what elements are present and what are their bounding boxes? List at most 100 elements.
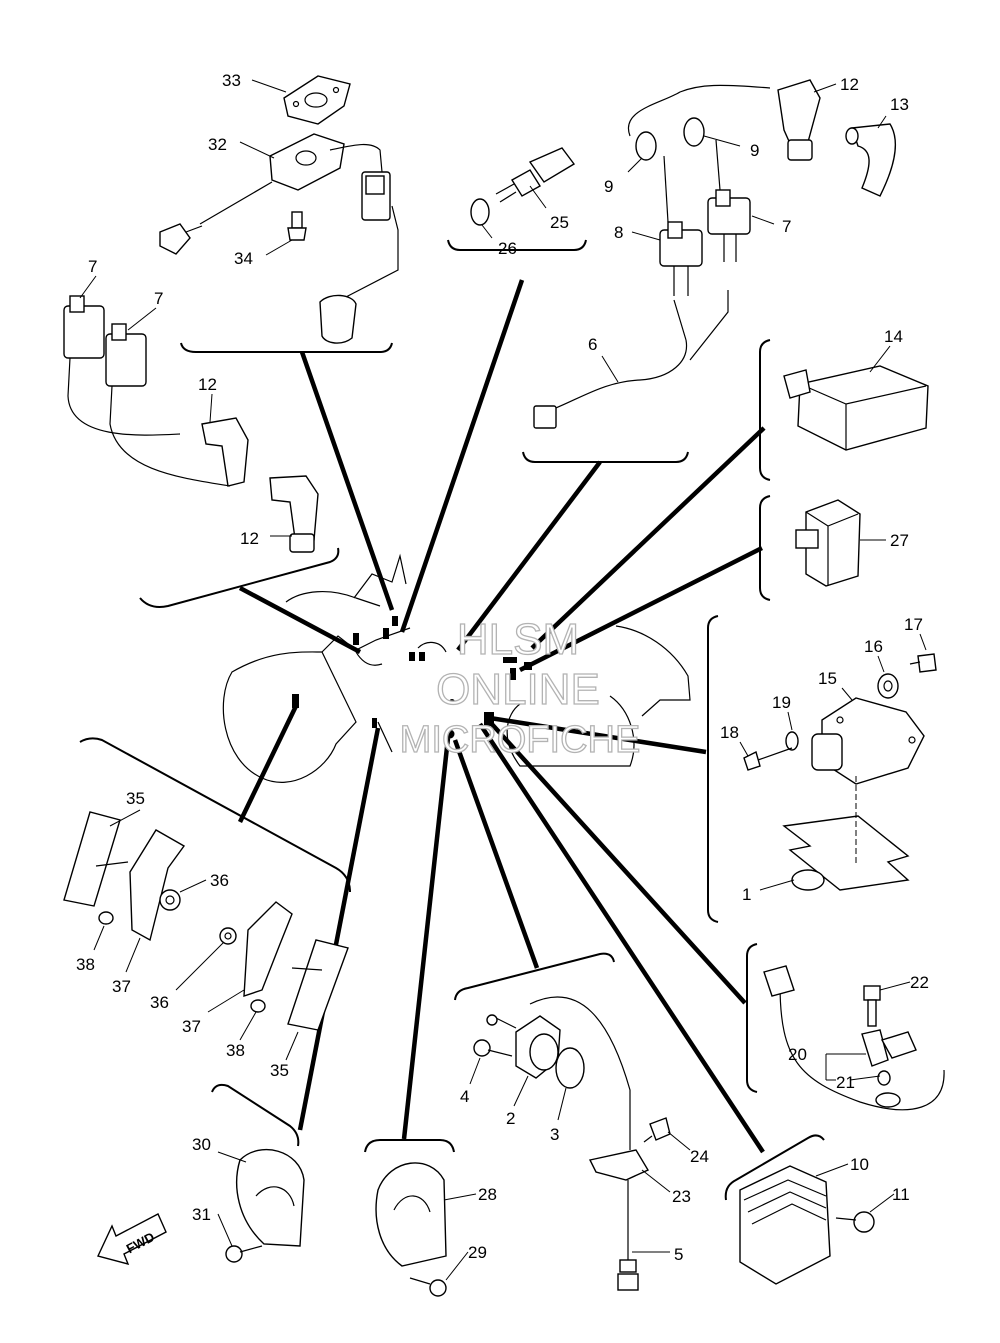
line-horn-30 — [297, 727, 381, 1131]
callout-26: 26 — [498, 239, 517, 258]
callout-23: 23 — [672, 1187, 691, 1206]
bolt-31 — [225, 1245, 263, 1263]
washer-19 — [785, 731, 799, 751]
horn-28 — [375, 1162, 447, 1267]
neutral-switch-2 — [486, 1014, 561, 1079]
callout-31: 31 — [192, 1205, 211, 1224]
callout-22: 22 — [910, 973, 929, 992]
line-throttle-sensor — [489, 715, 707, 755]
ignition-coil-8 — [659, 155, 703, 296]
callout-36-left: 36 — [210, 871, 229, 890]
bracket-temp-sensor — [447, 239, 587, 251]
callout-38-right: 38 — [226, 1041, 245, 1060]
callout-34: 34 — [234, 249, 253, 268]
bolt-4 — [473, 1039, 513, 1057]
callout-27: 27 — [890, 531, 909, 550]
callout-12-left-a: 12 — [198, 375, 217, 394]
line-horn-28 — [401, 737, 451, 1140]
ignition-coil-7-left-a — [63, 295, 181, 436]
callout-36-right: 36 — [150, 993, 169, 1012]
collar-16 — [877, 673, 899, 699]
plug-cap-9 — [627, 84, 771, 161]
line-fuel-sender — [299, 351, 395, 611]
bracket-37-left — [129, 829, 186, 942]
throttle-sensor-15 — [811, 697, 925, 785]
relay-27 — [795, 499, 861, 587]
callout-30: 30 — [192, 1135, 211, 1154]
callout-14: 14 — [884, 327, 903, 346]
line-cdi — [530, 426, 766, 650]
bolt-29 — [409, 1277, 447, 1297]
callout-12-left-b: 12 — [240, 529, 259, 548]
bolt-11 — [835, 1211, 875, 1233]
line-coils-left — [238, 586, 362, 654]
callout-17: 17 — [904, 615, 923, 634]
callout-12-top: 12 — [840, 75, 859, 94]
callout-1: 1 — [742, 885, 751, 904]
callout-38-left: 38 — [76, 955, 95, 974]
line-neutral-switch — [452, 739, 540, 969]
leader-lines — [79, 79, 927, 1281]
callout-numbers: 33 32 34 25 26 12 13 9 9 7 8 6 7 7 12 12… — [76, 71, 929, 1264]
callout-18: 18 — [720, 723, 739, 742]
bracket-horn-30 — [211, 1083, 300, 1147]
connector-5 — [617, 1180, 639, 1291]
callout-32: 32 — [208, 135, 227, 154]
o-ring-3 — [555, 1047, 585, 1089]
callout-37-right: 37 — [182, 1017, 201, 1036]
callout-24: 24 — [690, 1147, 709, 1166]
bracket-cdi — [759, 339, 771, 481]
clamp-23 — [588, 1149, 650, 1181]
plug-cap-12-top — [777, 79, 821, 161]
callout-25: 25 — [550, 213, 569, 232]
group-brackets — [79, 239, 825, 1201]
screw-18 — [743, 747, 793, 771]
callout-7-left-b: 7 — [154, 289, 163, 308]
callout-21: 21 — [836, 1073, 855, 1092]
line-relay — [518, 545, 764, 673]
callout-8: 8 — [614, 223, 623, 242]
plug-cap-12-left-b — [269, 475, 319, 553]
bracket-rectifier — [724, 1134, 825, 1201]
screw-34 — [287, 211, 307, 241]
callout-11: 11 — [892, 1185, 910, 1204]
washer-38-left — [98, 911, 114, 925]
bracket-37-right — [243, 901, 293, 997]
wire-harness-6 — [533, 290, 729, 429]
flasher-35-left — [63, 811, 129, 907]
watermark-line-1: HLSM — [457, 615, 579, 664]
callout-6: 6 — [588, 335, 597, 354]
line-turn-signals — [237, 705, 299, 823]
callout-2: 2 — [506, 1109, 515, 1128]
plug-cap-12-left-a — [201, 417, 249, 487]
bracket-fuel-sender — [180, 342, 393, 353]
callout-9-right: 9 — [750, 141, 759, 160]
motorcycle-outline — [222, 553, 691, 783]
line-rectifier — [478, 722, 765, 1154]
washer-38-right — [250, 999, 266, 1013]
ignition-coil-7-left-b — [105, 323, 231, 487]
speed-sensor-20 — [763, 965, 945, 1111]
watermark: HLSM ONLINE MICROFICHE — [399, 614, 641, 761]
bolt-22 — [863, 985, 881, 1027]
callout-10: 10 — [850, 1155, 869, 1174]
ignition-coil-7-right — [707, 139, 751, 262]
watermark-line-3: MICROFICHE — [400, 719, 641, 761]
gasket-26 — [470, 198, 490, 226]
callout-33: 33 — [222, 71, 241, 90]
cdi-unit-14 — [783, 365, 929, 451]
line-speed-sensor — [488, 720, 747, 1005]
rectifier-10 — [739, 1165, 831, 1285]
line-temp-sensor — [399, 279, 525, 633]
callout-7-left-a: 7 — [88, 257, 97, 276]
nut-36-right — [219, 927, 237, 945]
line-ignition-harness — [456, 460, 602, 652]
callout-13: 13 — [890, 95, 909, 114]
callout-28: 28 — [478, 1185, 497, 1204]
callout-9-left: 9 — [604, 177, 613, 196]
flasher-35-right — [287, 939, 349, 1031]
horn-30 — [236, 1149, 305, 1247]
bracket-throttle — [707, 615, 719, 923]
